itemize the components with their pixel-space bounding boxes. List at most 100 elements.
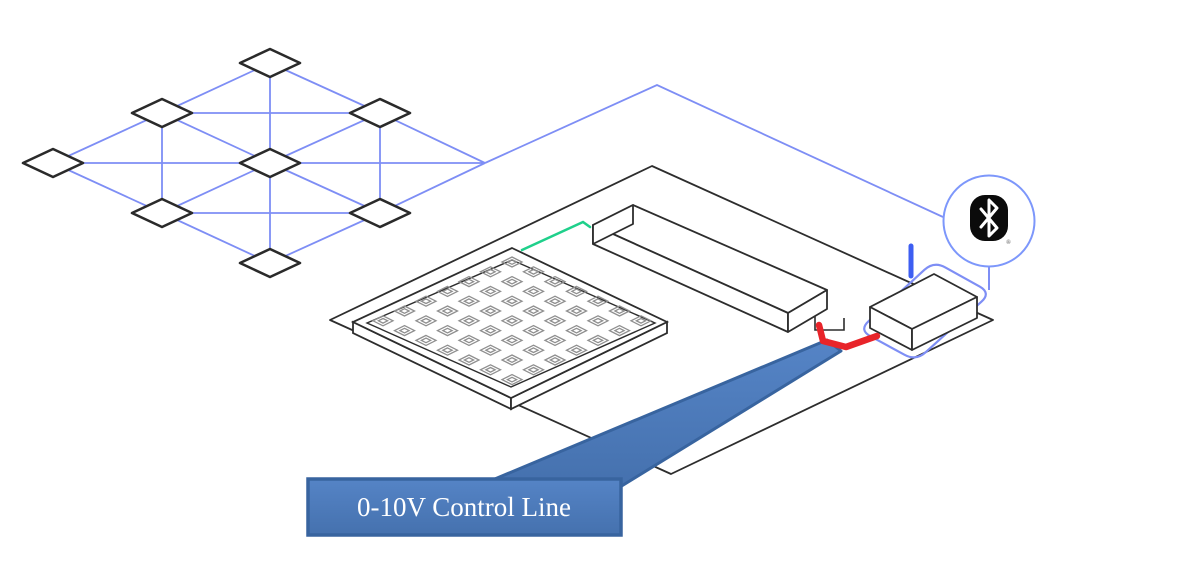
- led: [608, 324, 631, 337]
- led: [436, 324, 459, 337]
- led-inner: [634, 317, 648, 324]
- led-inner: [484, 327, 497, 334]
- led: [543, 295, 567, 307]
- mesh-node: [348, 197, 412, 229]
- mesh-node: [238, 47, 302, 79]
- led-inner: [398, 327, 411, 334]
- led-grid: [371, 256, 653, 386]
- led: [393, 305, 416, 317]
- led-panel-top: [350, 247, 670, 399]
- bluetooth-icon: [979, 198, 999, 238]
- led-inner: [613, 327, 626, 334]
- led-inner: [462, 356, 476, 364]
- led-inner: [419, 298, 433, 305]
- mesh-node: [130, 197, 194, 229]
- wiring-notch: [814, 316, 845, 331]
- registered-mark: ®: [1006, 239, 1011, 246]
- led: [500, 354, 524, 366]
- led: [500, 373, 524, 386]
- led-inner: [527, 288, 540, 295]
- led-inner: [613, 307, 626, 315]
- led-inner: [527, 268, 540, 275]
- led: [457, 315, 481, 327]
- led: [479, 305, 502, 317]
- led-inner: [505, 376, 519, 383]
- led: [565, 305, 588, 317]
- control-module-front-right: [911, 296, 978, 351]
- led: [522, 324, 545, 337]
- led: [393, 324, 416, 337]
- led: [522, 305, 545, 317]
- led-inner: [548, 298, 562, 305]
- led: [565, 285, 588, 298]
- led: [479, 285, 502, 298]
- led: [479, 324, 502, 337]
- led: [436, 344, 459, 356]
- mesh-to-bluetooth-line: [484, 84, 944, 218]
- callout-box: [306, 477, 623, 537]
- led-inner: [591, 298, 605, 305]
- led-inner: [527, 307, 540, 315]
- led: [436, 285, 459, 298]
- led-inner: [591, 337, 605, 344]
- led-inner: [505, 258, 519, 266]
- led-inner: [376, 317, 390, 324]
- led-inner: [591, 317, 605, 324]
- led: [414, 334, 438, 347]
- led-inner: [441, 307, 454, 315]
- led-inner: [462, 337, 476, 344]
- led-inner: [570, 307, 583, 315]
- led-inner: [484, 366, 497, 373]
- mesh-node: [348, 97, 412, 129]
- led-inner: [505, 337, 519, 344]
- led-inner: [419, 317, 433, 324]
- led-inner: [570, 347, 583, 354]
- dimming-wire: [520, 220, 592, 252]
- led-inner: [570, 327, 583, 334]
- led-inner: [527, 327, 540, 334]
- led: [457, 334, 481, 347]
- led-inner: [441, 347, 454, 354]
- led-inner: [441, 288, 454, 295]
- led: [565, 344, 588, 356]
- led-inner: [505, 356, 519, 364]
- led-inner: [548, 337, 562, 344]
- led-inner: [484, 268, 497, 275]
- led: [457, 275, 481, 288]
- led: [457, 354, 481, 366]
- led: [500, 256, 524, 268]
- led: [500, 295, 524, 307]
- led-inner: [527, 366, 540, 373]
- led-inner: [441, 327, 454, 334]
- led: [543, 315, 567, 327]
- led: [522, 266, 545, 278]
- led: [629, 315, 653, 327]
- led: [436, 305, 459, 317]
- mesh-node: [21, 147, 85, 179]
- led-inner: [484, 347, 497, 354]
- led: [457, 295, 481, 307]
- led: [543, 354, 567, 366]
- led-inner: [505, 317, 519, 324]
- driver-end-right: [787, 289, 828, 333]
- led-inner: [462, 317, 476, 324]
- led-inner: [527, 347, 540, 354]
- led: [522, 285, 545, 298]
- led-inner: [548, 317, 562, 324]
- driver-end-left: [592, 204, 634, 245]
- led: [608, 305, 631, 317]
- led: [522, 344, 545, 356]
- led-inner: [548, 278, 562, 285]
- led: [543, 334, 567, 347]
- led-inner: [398, 307, 411, 315]
- led-inner: [505, 298, 519, 305]
- led-inner: [548, 356, 562, 364]
- mesh-node: [238, 247, 302, 279]
- led: [543, 275, 567, 288]
- mesh-node: [130, 97, 194, 129]
- led: [479, 344, 502, 356]
- mesh-links: [52, 62, 486, 264]
- control-line-wire: [815, 321, 881, 351]
- led-inner: [462, 298, 476, 305]
